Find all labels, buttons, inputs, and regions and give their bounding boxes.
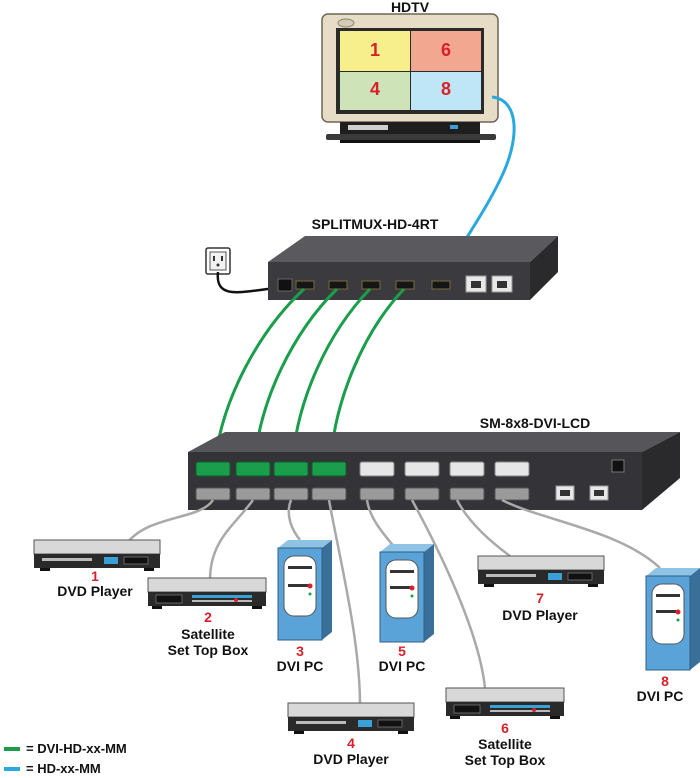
hdtv-quadrant-6-label: 6 — [440, 40, 451, 60]
source-1-number: 1 — [91, 568, 99, 584]
source-5-label: DVI PC — [378, 658, 426, 674]
gray-cables — [127, 498, 661, 706]
source-5-number: 5 — [398, 643, 406, 659]
hdtv-quadrant-4 — [340, 72, 410, 110]
legend-text-dvi: = DVI-HD-xx-MM — [26, 741, 127, 756]
dvi-pc-3 — [277, 540, 332, 641]
source-3-number: 3 — [296, 643, 304, 659]
source-4-label: DVD Player — [313, 751, 389, 767]
source-6-label-line1: Satellite — [478, 736, 532, 752]
splitter-title: SPLITMUX-HD-4RT — [311, 216, 439, 232]
satellite-box-6 — [445, 687, 565, 719]
satellite-box-2 — [147, 577, 267, 609]
power-cord — [216, 271, 277, 294]
hdtv-quadrant-8-label: 8 — [440, 79, 451, 99]
dvi-pc-5 — [379, 544, 434, 643]
source-2-label-line1: Satellite — [181, 626, 235, 642]
hdtv-quadrant-1 — [340, 31, 410, 71]
switch-title: SM-8x8-DVI-LCD — [479, 415, 591, 431]
source-2-label-line2: Set Top Box — [167, 642, 249, 658]
source-7-label: DVD Player — [502, 607, 578, 623]
dvi-pc-8 — [645, 568, 700, 671]
source-6-number: 6 — [501, 720, 509, 736]
green-line-icon — [4, 746, 20, 751]
legend-item-hd: = HD-xx-MM — [4, 761, 101, 776]
blue-line-icon — [4, 766, 20, 771]
source-3-label: DVI PC — [276, 658, 324, 674]
hdtv-quadrant-4-label: 4 — [369, 79, 380, 99]
source-8-number: 8 — [661, 673, 669, 689]
hdtv-monitor — [321, 13, 499, 143]
legend-text-hd: = HD-xx-MM — [26, 761, 101, 776]
source-7-number: 7 — [536, 590, 544, 606]
hdtv-quadrant-6 — [411, 31, 481, 71]
hdtv-quadrant-8 — [411, 72, 481, 110]
source-4-number: 4 — [347, 735, 355, 751]
dvd-player-1 — [33, 539, 161, 571]
legend-item-dvi: = DVI-HD-xx-MM — [4, 741, 127, 756]
source-1-label: DVD Player — [57, 583, 133, 599]
power-outlet-icon — [205, 247, 231, 275]
source-2-number: 2 — [204, 609, 212, 625]
splitmux-box — [268, 236, 558, 300]
source-6-label-line2: Set Top Box — [464, 752, 546, 768]
dvd-player-4 — [287, 702, 415, 734]
hdtv-quadrant-1-label: 1 — [369, 40, 380, 60]
sm-switch-box — [188, 432, 680, 510]
source-8-label: DVI PC — [636, 688, 684, 704]
hdtv-title: HDTV — [390, 0, 430, 15]
dvd-player-7 — [477, 555, 605, 587]
